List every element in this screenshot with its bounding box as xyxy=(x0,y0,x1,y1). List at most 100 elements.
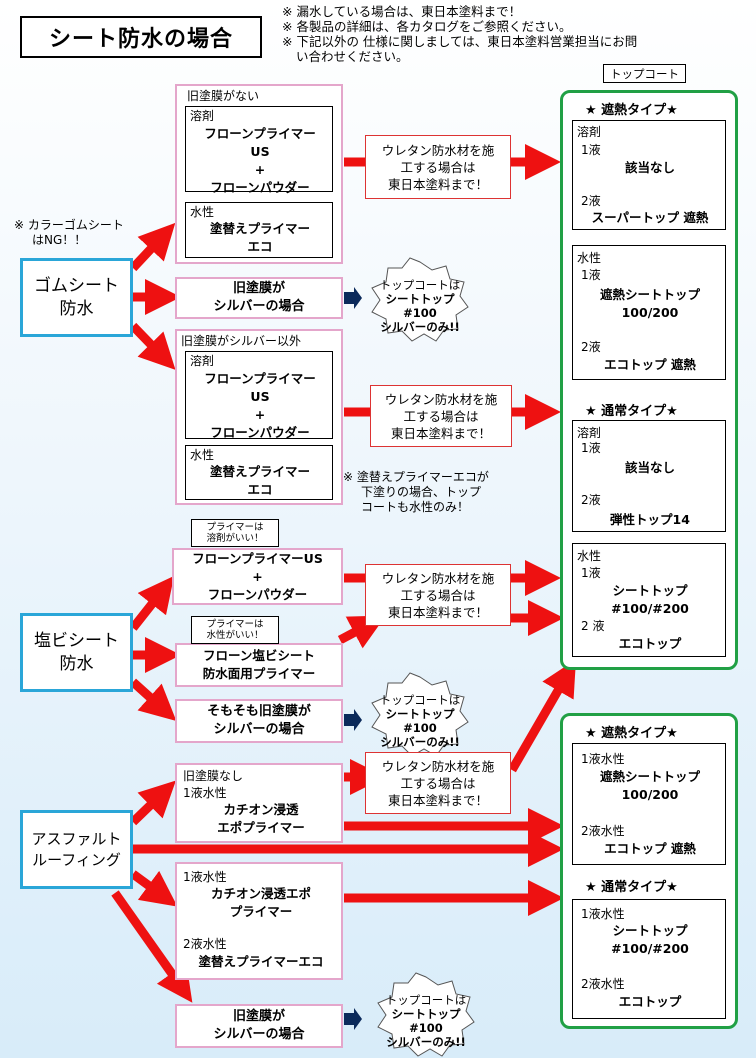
product-name: 塗替えプライマー xyxy=(209,464,310,479)
burst-line: トップコートは xyxy=(379,278,461,292)
rubber-warning: ※ カラーゴムシート はNG！！ xyxy=(14,218,124,248)
pvc-silver-case[interactable]: そもそも旧塗膜が シルバーの場合 xyxy=(175,699,343,743)
asphalt-option-2[interactable]: 1液水性 カチオン浸透エポ プライマー 2液水性 塗替えプライマーエコ xyxy=(175,862,343,980)
tip-line: 溶剤がいい！ xyxy=(206,533,264,544)
product-grade: 100/200 xyxy=(621,787,679,802)
arrow-pvc-opt2-topcoat xyxy=(337,615,386,649)
product-name: US xyxy=(250,389,270,404)
arrow-pvc-to-opt1 xyxy=(129,575,175,631)
water-label: 水性 xyxy=(577,251,602,265)
tip-line: プライマーは xyxy=(206,619,264,630)
pvc-option-solvent[interactable]: フローンプライマーUS + フローンパウダー xyxy=(172,548,343,605)
topcoat-normal-water[interactable]: 水性 1液 シートトップ #100/#200 2 液 エコトップ xyxy=(572,543,726,657)
product-name: エコトップ xyxy=(618,994,682,1009)
product-grade: #100/#200 xyxy=(611,601,689,616)
arrow-asphalt-to-opt2 xyxy=(130,870,178,907)
pvc-tip-water: プライマーは 水性がいい！ xyxy=(191,616,279,644)
note-line: ※ 各製品の詳細は、各カタログをご参照ください。 xyxy=(282,19,572,34)
nav-arrow-rubber-silver xyxy=(344,287,362,309)
component-label: 2液 xyxy=(581,493,601,507)
solvent-label: 溶剤 xyxy=(577,426,602,440)
arrow-pvc-to-silver xyxy=(129,678,177,722)
rubber-none-water: 水性 塗替えプライマー エコ xyxy=(185,202,333,258)
solvent-label: 溶剤 xyxy=(190,109,215,123)
urethane-line: 東日本塗料まで！ xyxy=(387,792,488,808)
topcoat-lower-normal[interactable]: 1液水性 シートトップ #100/#200 2液水性 エコトップ xyxy=(572,899,726,1019)
burst-line: シルバーのみ!! xyxy=(380,735,460,749)
burst-line: シートトップ#100 xyxy=(391,1007,461,1035)
silver-line2: シルバーの場合 xyxy=(213,722,305,737)
urethane-line: ウレタン防水材を施 xyxy=(381,142,495,158)
normal-type-header: ★ 通常タイプ★ xyxy=(585,880,678,895)
silver-line2: シルバーの場合 xyxy=(213,299,305,314)
product-name: エコトップ 遮熱 xyxy=(604,841,696,856)
pvc-silver-burst: トップコートは シートトップ#100 シルバーのみ!! xyxy=(370,693,470,749)
urethane-note-2: ウレタン防水材を施 工する場合は 東日本塗料まで！ xyxy=(370,385,512,447)
asphalt-silver-case[interactable]: 旧塗膜が シルバーの場合 xyxy=(175,1004,343,1048)
topcoat-lower-heat[interactable]: 1液水性 遮熱シートトップ 100/200 2液水性 エコトップ 遮熱 xyxy=(572,743,726,865)
product-name: US xyxy=(250,144,270,159)
arrow-asphalt-note-upper-topcoat xyxy=(508,659,577,773)
heat-type-header: ★ 遮熱タイプ★ xyxy=(585,726,678,741)
water-label: 水性 xyxy=(190,205,215,219)
asphalt-opt1-label: 1液水性 xyxy=(183,786,227,800)
asphalt-label-line2: ルーフィング xyxy=(32,850,121,869)
burst-line: シートトップ#100 xyxy=(385,292,455,320)
rubber-silver-case[interactable]: 旧塗膜が シルバーの場合 xyxy=(175,277,343,319)
product-name: シートトップ xyxy=(612,923,688,938)
rubber-other-header: 旧塗膜がシルバー以外 xyxy=(181,334,302,348)
rubber-silver-burst: トップコートは シートトップ#100 シルバーのみ!! xyxy=(370,278,470,334)
product-name: エコ xyxy=(247,482,273,497)
pvc-label-line2: 防水 xyxy=(59,653,94,674)
rubber-other-solvent: 溶剤 フローンプライマー US + フローンパウダー xyxy=(185,351,333,440)
component-label: 1液 xyxy=(581,441,601,455)
urethane-line: ウレタン防水材を施 xyxy=(381,758,495,774)
nav-arrow-pvc-silver xyxy=(344,709,362,731)
normal-type-header: ★ 通常タイプ★ xyxy=(585,404,678,419)
category-asphalt-roofing[interactable]: アスファルト ルーフィング xyxy=(20,810,133,889)
plus-sign: + xyxy=(254,162,266,177)
urethane-line: 工する場合は xyxy=(400,775,476,791)
topcoat-heat-water[interactable]: 水性 1液 遮熱シートトップ 100/200 2液 エコトップ 遮熱 xyxy=(572,245,726,380)
rubber-other-than-silver[interactable]: 旧塗膜がシルバー以外 溶剤 フローンプライマー US + フローンパウダー 水性… xyxy=(175,329,343,505)
component-label: 1液水性 xyxy=(581,752,625,766)
product-name: 塗替えプライマーエコ xyxy=(198,954,324,969)
product-name: 該当なし xyxy=(624,460,675,475)
burst-line: トップコートは xyxy=(385,993,467,1007)
component-label: 1液 xyxy=(581,268,601,282)
product-name: 弾性トップ14 xyxy=(610,512,690,527)
urethane-line: 工する場合は xyxy=(400,587,476,603)
water-label: 水性 xyxy=(577,549,602,563)
rubber-none-solvent: 溶剤 フローンプライマー US + フローンパウダー xyxy=(185,106,333,195)
pvc-option-water[interactable]: フローン塩ビシート 防水面用プライマー xyxy=(175,643,343,687)
product-name: フローンパウダー xyxy=(210,425,310,440)
product-name: 防水面用プライマー xyxy=(202,666,316,681)
note-line: ※ 漏水している場合は、東日本塗料まで！ xyxy=(282,4,522,19)
topcoat-heat-solvent[interactable]: 溶剤 1液 該当なし 2液 スーパートップ 遮熱 xyxy=(572,120,726,230)
component-label: 2液 xyxy=(581,340,601,354)
component-label: 1液 xyxy=(581,566,601,580)
category-pvc-sheet[interactable]: 塩ビシート 防水 xyxy=(20,613,133,692)
burst-line: トップコートは xyxy=(379,693,461,707)
product-name: 遮熱シートトップ xyxy=(599,287,700,302)
tip-line: プライマーは xyxy=(206,522,264,533)
product-grade: 100/200 xyxy=(621,305,679,320)
component-label: 2液 xyxy=(581,194,601,208)
topcoat-normal-solvent[interactable]: 溶剤 1液 該当なし 2液 弾性トップ14 xyxy=(572,420,726,532)
product-name: フローンプライマーUS xyxy=(192,550,323,566)
rubber-no-old-coating[interactable]: 旧塗膜がない 溶剤 フローンプライマー US + フローンパウダー 水性 塗替え… xyxy=(175,84,343,264)
tip-line: 水性がいい！ xyxy=(206,630,264,641)
product-name: フローンプライマー xyxy=(204,371,316,386)
solvent-label: 溶剤 xyxy=(577,125,602,139)
category-rubber-sheet[interactable]: ゴムシート 防水 xyxy=(20,258,133,337)
asphalt-option-1[interactable]: 旧塗膜なし 1液水性 カチオン浸透 エポプライマー xyxy=(175,763,343,843)
product-name: エコトップ xyxy=(618,636,682,651)
product-name: 該当なし xyxy=(624,160,675,175)
topcoat-panel-lower: ★ 遮熱タイプ★ 1液水性 遮熱シートトップ 100/200 2液水性 エコトッ… xyxy=(560,713,738,1029)
eco-note-line3: コートも水性のみ！ xyxy=(361,500,470,514)
urethane-line: ウレタン防水材を施 xyxy=(384,391,498,407)
topcoat-panel-upper: ★ 遮熱タイプ★ 溶剤 1液 該当なし 2液 スーパートップ 遮熱 水性 1液 … xyxy=(560,90,738,670)
burst-shape-asphalt xyxy=(377,972,475,1057)
rubber-label-line1: ゴムシート xyxy=(34,275,119,296)
arrow-rubber-to-none xyxy=(129,222,176,272)
